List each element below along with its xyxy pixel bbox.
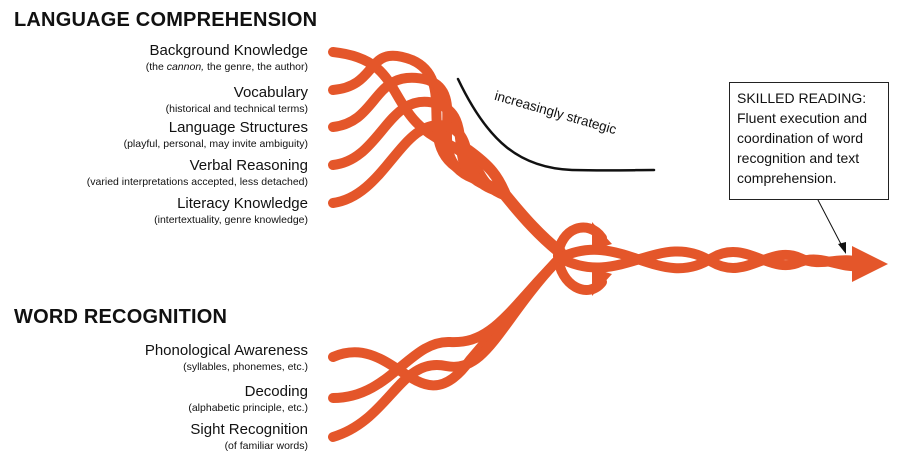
strand-decoding: Decoding (alphabetic principle, etc.) — [188, 383, 308, 415]
strand-description: (syllables, phonemes, etc.) — [183, 361, 308, 373]
strand-verbal-reasoning: Verbal Reasoning (varied interpretations… — [87, 157, 308, 189]
strand-description: (varied interpretations accepted, less d… — [86, 176, 308, 188]
language-comprehension-strands — [328, 47, 566, 258]
strand-description: (the cannon, the genre, the author) — [145, 61, 308, 73]
strand-vocabulary: Vocabulary (historical and technical ter… — [166, 84, 308, 116]
word-recognition-title: WORD RECOGNITION — [14, 306, 228, 328]
strand-name: Vocabulary — [233, 84, 308, 101]
strand-description: (of familiar words) — [224, 440, 308, 452]
strand-description: (playful, personal, may invite ambiguity… — [123, 138, 308, 150]
strand-name: Sight Recognition — [190, 421, 308, 438]
strand-description: (historical and technical terms) — [165, 103, 308, 115]
strand-description: (intertextuality, genre knowledge) — [154, 214, 308, 226]
strand-language-structures: Language Structures (playful, personal, … — [124, 119, 308, 151]
strand-name: Literacy Knowledge — [177, 195, 308, 212]
strategic-curve — [456, 77, 656, 172]
callout-arrowhead — [838, 242, 846, 254]
language-comprehension-title: LANGUAGE COMPREHENSION — [14, 9, 318, 31]
skilled-reading-callout: SKILLED READING: Fluent execution and co… — [729, 82, 889, 200]
wr-strand-3 — [328, 257, 561, 442]
rope-loop-upper-arrowhead — [592, 222, 612, 250]
strand-name: Language Structures — [168, 119, 308, 136]
strand-name: Decoding — [244, 383, 308, 400]
rope-arrowhead — [852, 246, 888, 282]
wr-strand-2 — [328, 257, 561, 403]
strand-name: Background Knowledge — [149, 42, 308, 59]
lc-merge — [500, 190, 566, 258]
strand-literacy-knowledge: Literacy Knowledge (intertextuality, gen… — [154, 195, 308, 227]
strand-name: Phonological Awareness — [144, 342, 308, 359]
strand-phonological-awareness: Phonological Awareness (syllables, phone… — [145, 342, 308, 374]
rope-loop-lower-arrowhead — [592, 268, 612, 296]
word-recognition-strands — [328, 257, 561, 442]
strand-description: (alphabetic principle, etc.) — [188, 402, 308, 414]
strand-sight-recognition: Sight Recognition (of familiar words) — [190, 421, 308, 453]
rope-twist-2 — [555, 246, 863, 273]
strand-name: Verbal Reasoning — [189, 157, 308, 174]
strand-background-knowledge: Background Knowledge (the cannon, the ge… — [146, 42, 308, 74]
callout-line — [817, 199, 844, 249]
